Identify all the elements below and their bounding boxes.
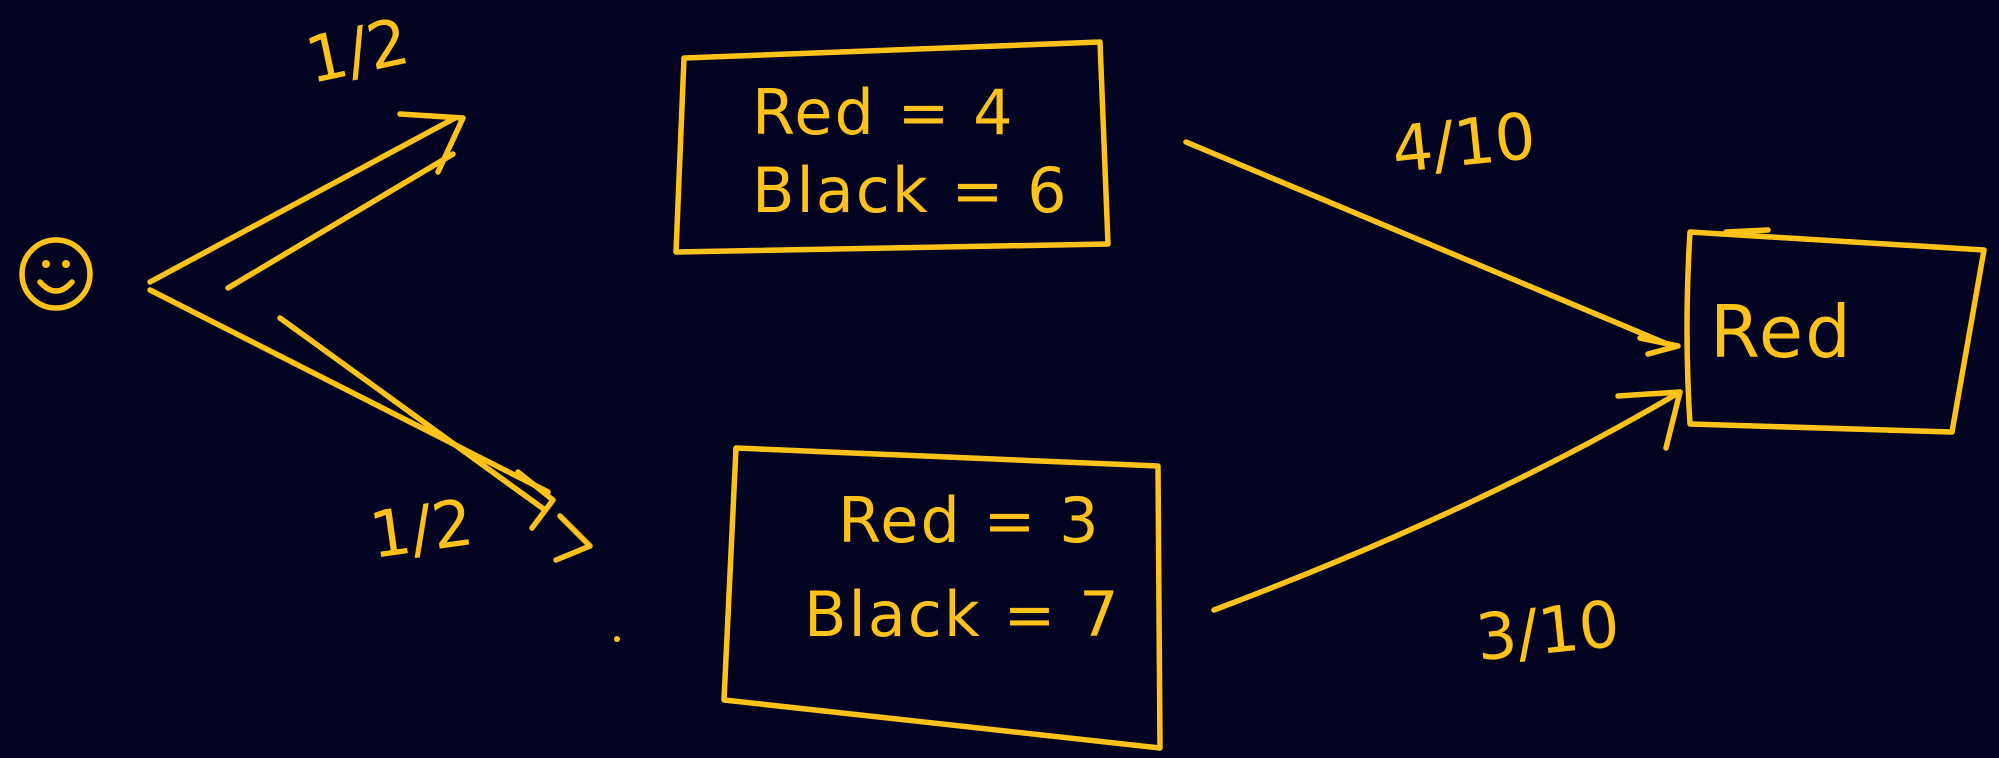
edge-bottom-to-red bbox=[1211, 389, 1683, 613]
edge-start-to-bottom bbox=[147, 287, 593, 563]
edge-label-bottom-to-red: 3/10 bbox=[1472, 587, 1624, 677]
edge-start-to-top bbox=[147, 111, 466, 291]
top-bag-red-count: Red = 4 bbox=[752, 76, 1015, 149]
bottom-bag-red-count: Red = 3 bbox=[838, 484, 1101, 557]
edge-label-top-to-red: 4/10 bbox=[1388, 99, 1540, 189]
ink-dot bbox=[614, 636, 620, 642]
bottom-bag-box bbox=[721, 445, 1163, 751]
top-bag-black-count: Black = 6 bbox=[752, 154, 1069, 227]
edge-label-start-to-bottom: 1/2 bbox=[365, 486, 478, 574]
result-box bbox=[1684, 229, 1987, 435]
bottom-bag-black-count: Black = 7 bbox=[804, 578, 1121, 651]
smiley-face-icon bbox=[19, 237, 93, 311]
edge-top-to-red bbox=[1183, 139, 1681, 357]
result-label: Red bbox=[1710, 290, 1853, 374]
top-bag-box bbox=[673, 39, 1111, 255]
